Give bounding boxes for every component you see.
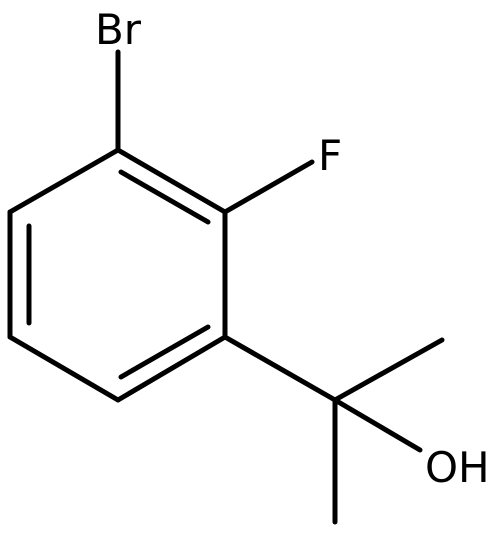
bond-cq-methyl-up — [332, 337, 445, 403]
atom-label-oh: OH — [425, 443, 490, 492]
bond-ring-c3-c4-inner — [118, 324, 211, 380]
atom-label-br: Br — [95, 5, 142, 54]
bond-ring-c3-c4 — [115, 334, 228, 403]
bond-c2-f — [222, 159, 315, 215]
bond-c3-cq — [222, 334, 338, 403]
bond-ring-c6-c1 — [7, 147, 121, 215]
atom-label-f: F — [318, 131, 342, 180]
bond-ring-c4-c5 — [7, 334, 121, 403]
bond-ring-c1-c2-inner — [118, 169, 211, 225]
bond-cq-oh — [332, 397, 423, 453]
bond-ring-c1-c2 — [115, 147, 228, 215]
